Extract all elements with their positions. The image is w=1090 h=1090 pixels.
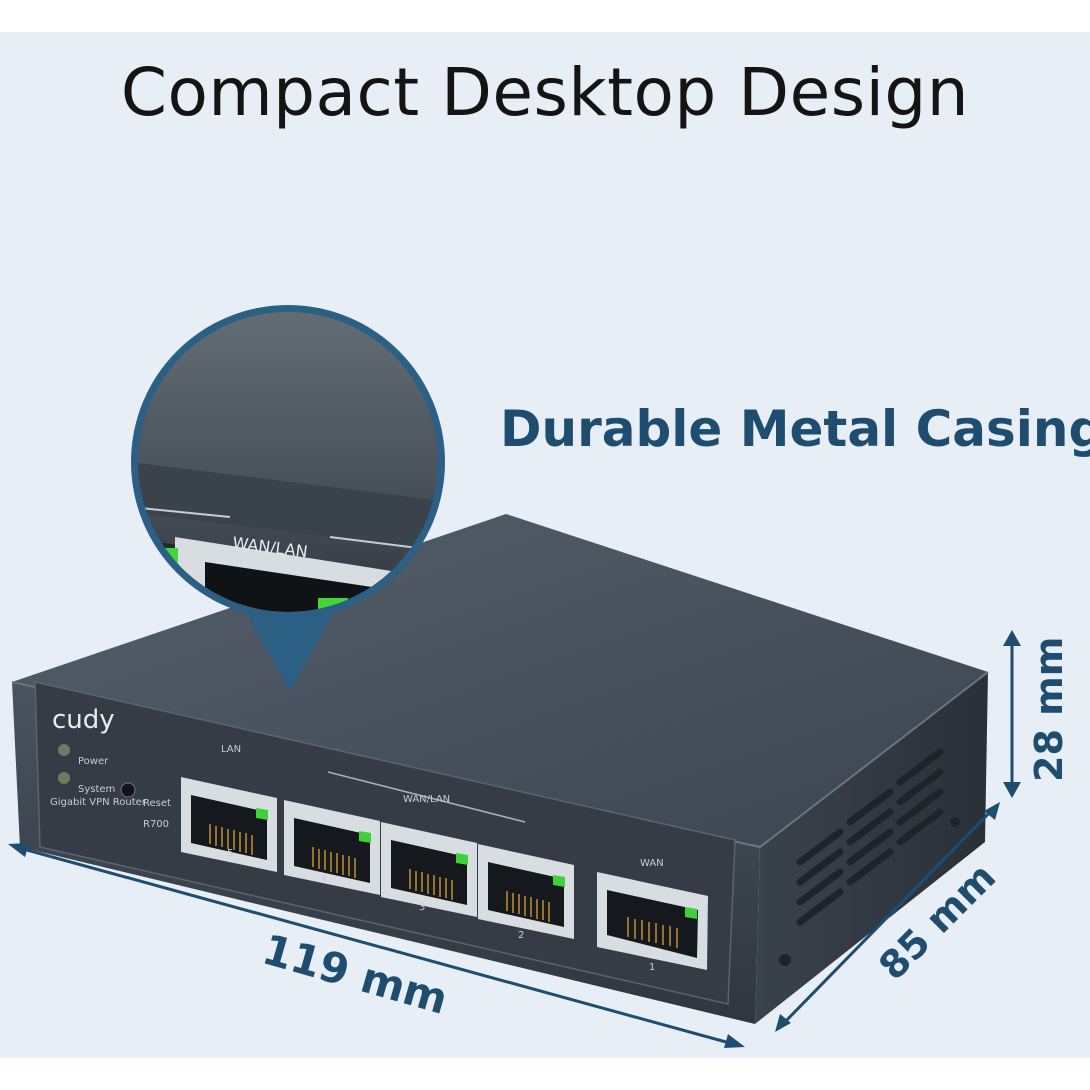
model-label: Gigabit VPN Router xyxy=(50,797,147,808)
reset-label: Reset xyxy=(143,798,171,809)
zoom-callout-pointer xyxy=(245,610,335,692)
width-dimension-arrow xyxy=(8,843,745,1048)
ethernet-port-4[interactable] xyxy=(284,800,380,895)
ethernet-port-5[interactable] xyxy=(181,777,277,872)
reset-button[interactable] xyxy=(120,782,136,798)
height-dimension-label: 28 mm xyxy=(1027,637,1071,782)
system-led xyxy=(58,772,70,784)
side-vents xyxy=(796,748,944,926)
router-illustration: cudy Power System Reset Gigabit VPN Rout… xyxy=(8,305,1071,1048)
wan-lan-group-line xyxy=(327,771,526,823)
system-led-label: System xyxy=(78,784,115,795)
zoom-callout: WAN/LAN xyxy=(131,305,445,619)
depth-dimension-arrow xyxy=(775,802,1000,1032)
port-number-2: 2 xyxy=(518,930,524,941)
router-top-surface xyxy=(12,514,988,847)
height-dimension-arrow xyxy=(1003,630,1021,798)
lan-group-label: LAN xyxy=(221,744,241,755)
side-screw xyxy=(950,817,960,827)
power-led-label: Power xyxy=(78,756,109,767)
port-number-3: 3 xyxy=(419,902,425,913)
ethernet-port-3[interactable] xyxy=(381,822,477,917)
port-number-5: 5 xyxy=(227,848,233,859)
product-background: cudy Power System Reset Gigabit VPN Rout… xyxy=(0,32,1090,1058)
wan-group-label: WAN xyxy=(640,858,664,869)
wan-lan-group-label: WAN/LAN xyxy=(403,794,450,805)
side-screw xyxy=(779,954,791,966)
port-number-4: 4 xyxy=(321,874,327,885)
ethernet-port-1-wan[interactable] xyxy=(597,872,708,970)
headline: Compact Desktop Design xyxy=(120,54,970,131)
brand-logo: cudy xyxy=(52,705,115,735)
ethernet-port-2[interactable] xyxy=(478,844,574,939)
port-number-1: 1 xyxy=(649,962,655,973)
feature-callout: Durable Metal Casing xyxy=(500,400,1090,458)
model-number: R700 xyxy=(143,819,169,830)
power-led xyxy=(58,744,70,756)
